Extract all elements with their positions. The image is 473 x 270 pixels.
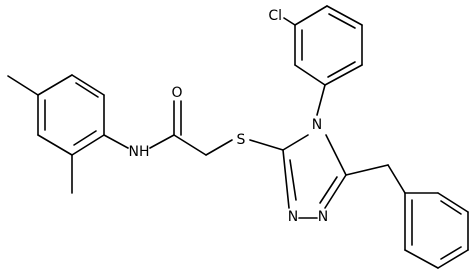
bond [437, 249, 469, 269]
bond-inner [327, 61, 356, 78]
bond-inner [319, 176, 338, 204]
bond [294, 64, 326, 86]
atom-label-o: O [171, 85, 182, 101]
bond [324, 64, 363, 86]
atom-label-n4: N [312, 117, 322, 133]
bond [345, 164, 389, 176]
atom-label-cl: Cl [268, 8, 282, 24]
bond [37, 74, 73, 96]
bond-lines [7, 5, 469, 269]
bond [173, 134, 207, 156]
atom-label-n1: N [318, 209, 328, 225]
atom-label-s: S [237, 132, 246, 148]
atom-labels: Cl O S NH N N N [129, 8, 329, 225]
bond [282, 149, 290, 209]
bond-inner [75, 82, 99, 98]
atom-label-n2: N [288, 209, 298, 225]
bond [205, 139, 233, 156]
bond-inner [440, 200, 462, 215]
bond-inner [73, 130, 97, 146]
bond [249, 139, 284, 151]
bond [326, 5, 363, 26]
bond [316, 84, 326, 116]
bond [37, 134, 73, 156]
bond [294, 5, 328, 26]
bond [324, 174, 347, 209]
chloro-bond [283, 17, 296, 26]
bond [387, 164, 406, 194]
atom-label-nh: NH [129, 144, 150, 160]
bond [325, 134, 347, 176]
bond [103, 134, 129, 149]
bond [71, 134, 105, 156]
bond [71, 74, 105, 96]
bond-inner [328, 13, 356, 29]
bond [437, 192, 469, 213]
bond [404, 249, 439, 269]
methyl-bond-top [7, 75, 39, 96]
bond-inner [289, 159, 297, 201]
bond-inner [440, 246, 462, 260]
bond [282, 134, 309, 151]
bond [149, 134, 175, 149]
